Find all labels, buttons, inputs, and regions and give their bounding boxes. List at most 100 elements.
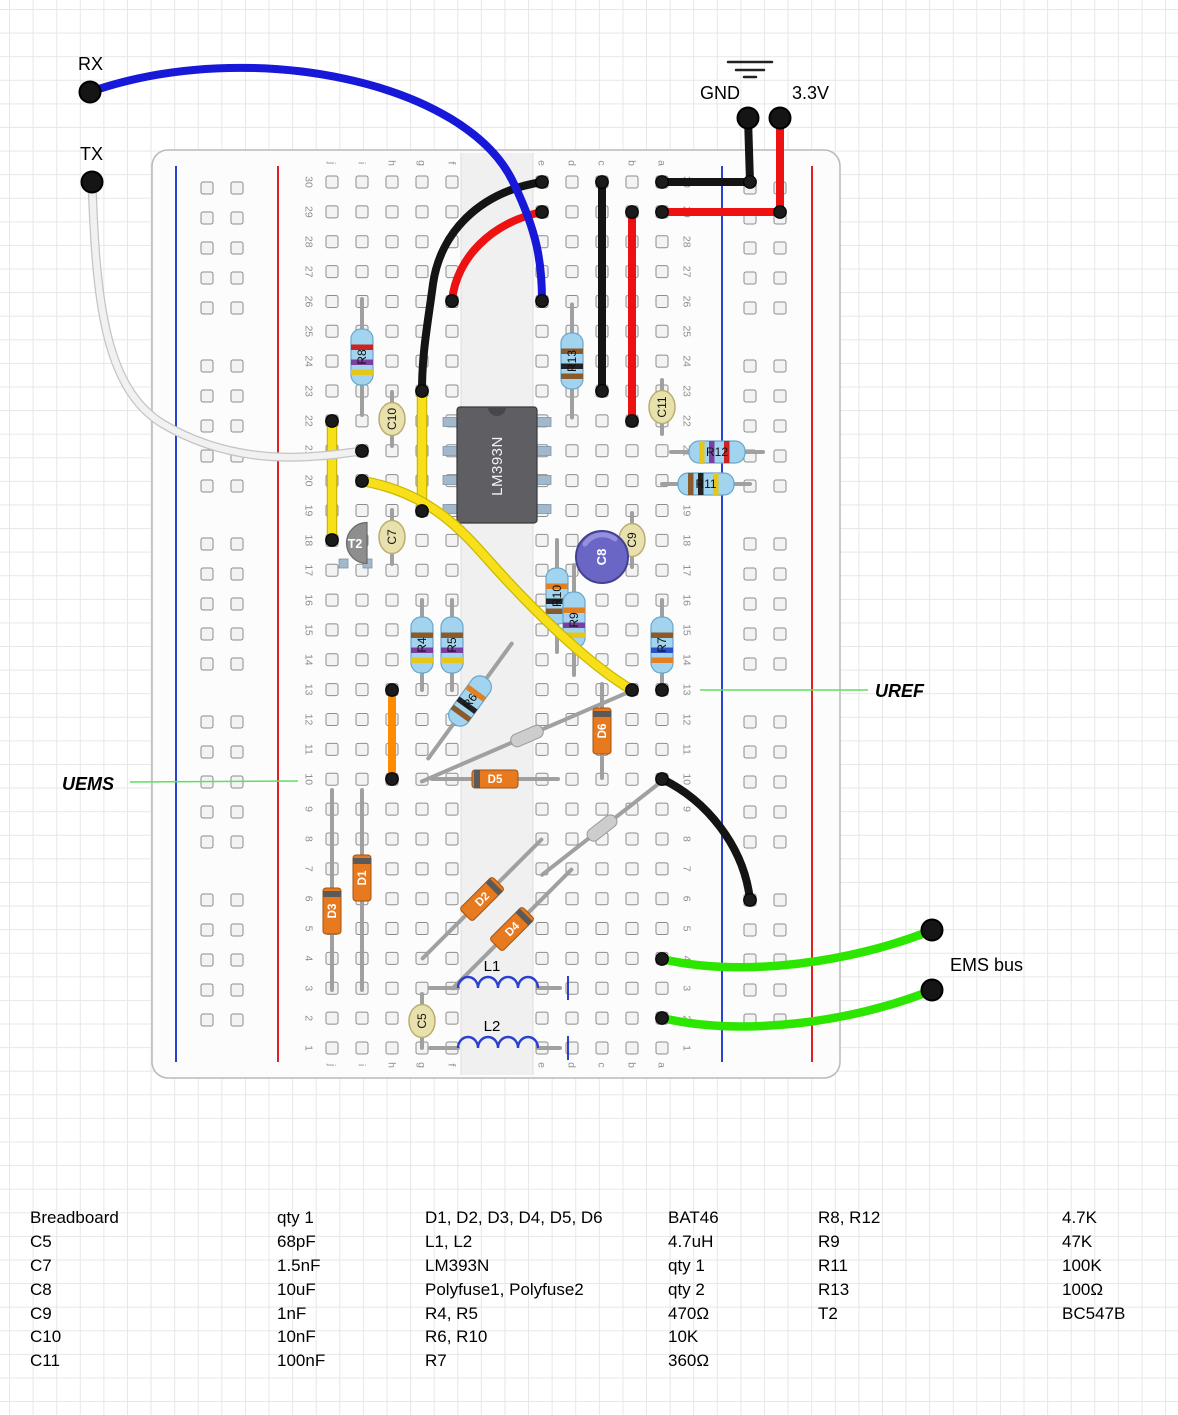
breadboard-hole [773,775,787,789]
breadboard-hole [325,772,339,786]
wire-endpoint [535,205,549,219]
grid-label: 7 [303,866,315,872]
part-name: Breadboard [30,1208,119,1227]
component-label: T2 [348,537,363,551]
breadboard-hole [565,772,579,786]
grid-label: 25 [681,325,693,337]
grid-label: d [566,160,578,166]
breadboard-hole [773,597,787,611]
gnd-label: GND [700,83,740,103]
breadboard-hole [385,832,399,846]
breadboard-hole [565,474,579,488]
connection-pad [920,978,944,1002]
component-d6: D6 [592,682,612,780]
breadboard-hole [415,533,429,547]
breadboard-hole [415,563,429,577]
breadboard-hole [743,657,757,671]
component-label: R13 [565,350,579,372]
breadboard-hole [445,862,459,876]
grid-label: 6 [681,896,693,902]
grid-label: 29 [303,206,315,218]
breadboard-hole [773,715,787,729]
breadboard-hole [773,389,787,403]
part-value: 4.7uH [668,1231,714,1251]
breadboard-hole [325,235,339,249]
grid-label: 1 [681,1045,693,1051]
breadboard-hole [595,503,609,517]
breadboard-hole [230,211,244,225]
breadboard-hole [385,205,399,219]
breadboard-hole [655,235,669,249]
breadboard-hole [565,175,579,189]
grid-label: 3 [303,985,315,991]
breadboard-hole [565,922,579,936]
breadboard-hole [535,742,549,756]
grid-label: 27 [681,266,693,278]
component-label: LM393N [489,436,506,496]
component-r11: R11 [660,472,752,496]
component-label: R12 [706,445,728,459]
part-name: R6, R10 [425,1327,488,1347]
part-value: 68pF [277,1231,316,1251]
breadboard-hole [385,1011,399,1025]
component-r12: R12 [669,440,765,464]
grid-label: 2 [681,1015,693,1021]
breadboard-hole [325,683,339,697]
grid-label: 27 [303,266,315,278]
component-d1: D1 [352,788,372,992]
wire-endpoint [325,414,339,428]
breadboard-hole [445,563,459,577]
component-label: D1 [357,870,369,885]
breadboard-hole [535,324,549,338]
wire-endpoint [535,294,549,308]
component-r10: R10 [545,538,569,654]
part-value: 100Ω [1062,1279,1104,1299]
breadboard-hole [595,802,609,816]
breadboard-hole [230,657,244,671]
breadboard-hole [230,567,244,581]
component-c11: C11 [648,378,676,436]
grid-label: c [596,1062,608,1067]
breadboard-hole [230,953,244,967]
grid-label: 19 [303,505,315,517]
grid-label: g [416,160,428,166]
component-label: D3 [327,904,339,919]
breadboard-hole [385,802,399,816]
grid-label: 21 [303,445,315,457]
breadboard-hole [773,983,787,997]
wire-endpoint [655,205,669,219]
component-label: D5 [488,774,503,786]
ground-symbol-icon [726,60,774,79]
grid-label: e [536,1062,548,1068]
grid-label: a [656,160,668,166]
grid-label: 5 [303,926,315,932]
breadboard-hole [773,449,787,463]
breadboard-hole [415,862,429,876]
component-r8: R8 [350,297,374,417]
breadboard-hole [743,389,757,403]
breadboard-hole [743,301,757,315]
breadboard-hole [200,537,214,551]
wire-endpoint [355,444,369,458]
breadboard-hole [200,835,214,849]
part-name: C8 [30,1279,52,1299]
breadboard-hole [385,354,399,368]
breadboard-hole [625,593,639,607]
component-label: R10 [550,585,564,607]
breadboard-hole [595,1011,609,1025]
breadboard-hole [200,479,214,493]
part-name: C7 [30,1255,52,1275]
breadboard-hole [773,893,787,907]
breadboard-hole [625,623,639,637]
grid-label: 3 [681,985,693,991]
breadboard-hole [445,892,459,906]
breadboard-hole [535,922,549,936]
grid-label: 28 [303,236,315,248]
wire-endpoint [655,772,669,786]
breadboard-hole [625,892,639,906]
breadboard-hole [625,444,639,458]
breadboard-hole [655,922,669,936]
grid-label: 16 [303,594,315,606]
breadboard-hole [743,419,757,433]
component-ic1: LM393N [442,406,552,524]
